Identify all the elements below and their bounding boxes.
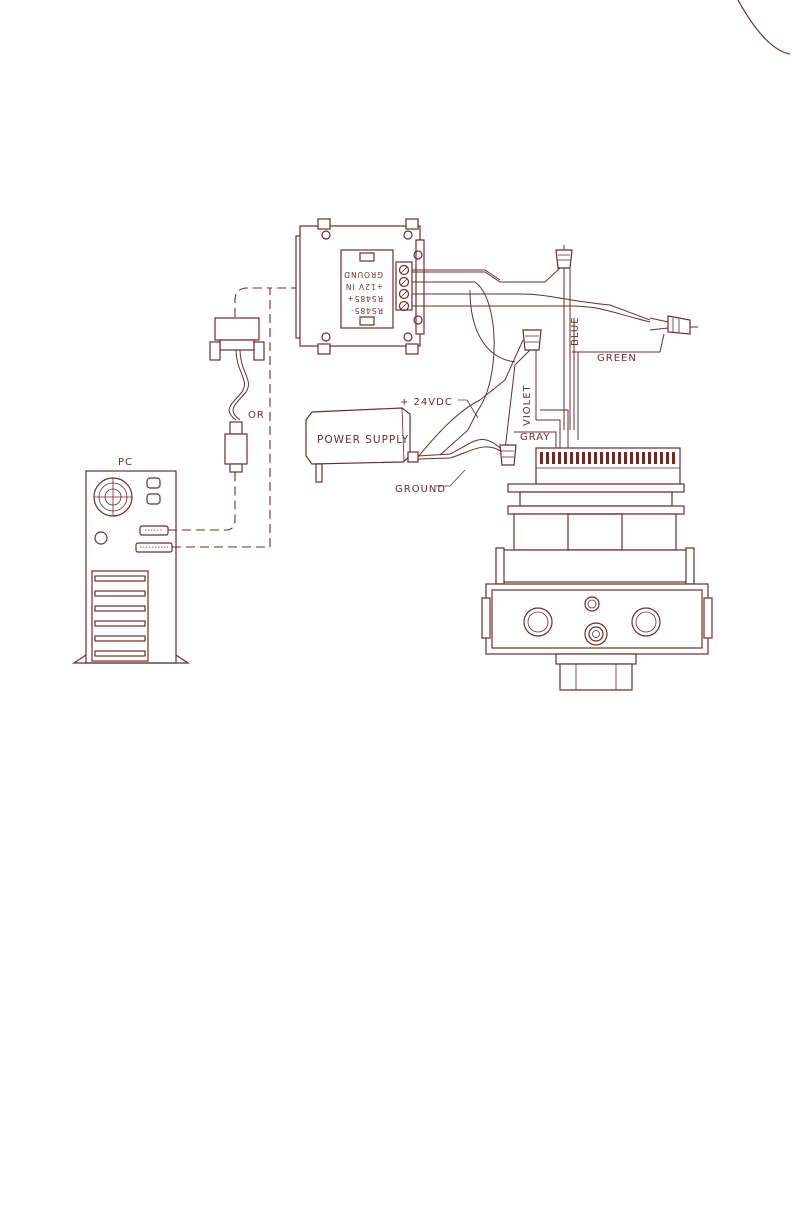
plus-24vdc-callout: + 24VDC — [400, 397, 478, 418]
parallel-port[interactable] — [136, 543, 172, 552]
terminal-rs485-plus-label: RS485+ — [346, 294, 383, 303]
terminal-12v-label: +12V IN — [345, 282, 383, 291]
terminal-rs485-minus-label: RS485- — [350, 306, 383, 315]
terminal-ground-label: GROUND — [343, 270, 383, 279]
serial-port[interactable] — [140, 526, 168, 535]
rs485-converter: GROUND +12V IN RS485+ RS485- — [296, 219, 424, 354]
wire-nut-right — [650, 316, 698, 334]
blue-label: BLUE — [570, 316, 581, 346]
power-supply: POWER SUPPLY — [306, 340, 523, 482]
gas-monitor — [482, 448, 712, 690]
fan-icon — [94, 478, 132, 516]
crop-mark — [738, 0, 790, 54]
power-supply-label: POWER SUPPLY — [317, 434, 409, 446]
or-label: OR — [248, 410, 265, 421]
green-label: GREEN — [597, 353, 637, 364]
pc-label: PC — [118, 457, 133, 468]
terminal-strip — [540, 452, 675, 464]
ground-callout: GROUND — [395, 470, 465, 495]
wire-nut-top — [556, 245, 572, 268]
gray-label: GRAY — [520, 432, 550, 443]
pc-tower: PC — [74, 457, 188, 663]
wire-nut-bottom — [500, 445, 516, 465]
violet-label: VIOLET — [522, 384, 533, 426]
db9-cable-connector: OR — [210, 318, 265, 472]
plus-24vdc-label: + 24VDC — [400, 397, 453, 408]
